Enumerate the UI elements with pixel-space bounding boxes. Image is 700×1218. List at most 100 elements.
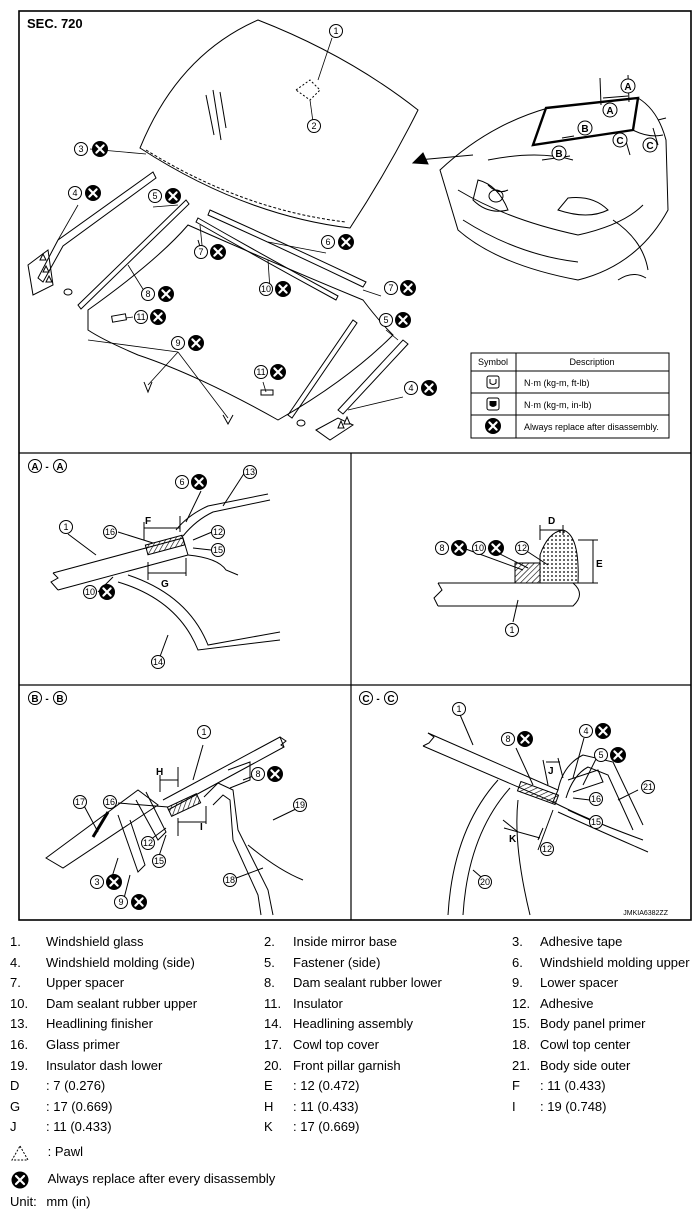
svg-text:5: 5 [152,191,157,201]
svg-text:15: 15 [591,817,601,827]
dimension-value: : 11 (0.433) [293,1098,359,1114]
svg-text:5: 5 [383,315,388,325]
svg-text:-: - [376,694,379,705]
part-name: Front pillar garnish [293,1057,401,1073]
part-name: Adhesive tape [540,934,623,949]
dimension-value: : 12 (0.472) [293,1078,360,1094]
replace-part-icon [483,416,503,436]
legend-row: 7. Upper spacer 8. Dam sealant rubber lo… [10,975,695,996]
dimension-row: G : 17 (0.669) H : 11 (0.433) I : 19 (0.… [10,1099,695,1120]
svg-text:16: 16 [591,794,601,804]
part-number: 14. [264,1016,283,1032]
callouts-main [57,37,404,419]
part-name: Adhesive [540,995,594,1011]
image-code: JMKIA6382ZZ [623,910,668,917]
svg-text:4: 4 [583,726,588,736]
svg-text:7: 7 [198,247,203,257]
inside-mirror-base [295,79,321,101]
svg-text:I: I [200,822,203,833]
exploded-view [27,19,419,441]
part-name: Windshield molding upper [540,954,690,970]
part-name: Lower spacer [540,975,619,991]
svg-text:F: F [145,516,151,527]
part-name: Headlining assembly [293,1016,413,1032]
part-number: 6. [512,954,523,970]
part-bubbles-main: 1 2 3 4 5 7 6 10 7 8 11 5 9 11 4 [68,24,439,398]
svg-text:10: 10 [261,284,271,294]
part-number: 12. [512,995,531,1011]
part-number: 13. [10,1016,29,1032]
panel-borders [18,10,692,921]
part-name: Upper spacer [46,975,125,991]
svg-text:4: 4 [408,383,413,393]
dimension-letter: D [10,1078,20,1094]
part-number: 21. [512,1057,531,1073]
part-number: 8. [264,975,275,991]
svg-text:12: 12 [517,543,527,553]
dimension-value: : 17 (0.669) [293,1119,360,1135]
svg-text:12: 12 [213,527,223,537]
svg-text:2: 2 [311,121,316,131]
svg-text:18: 18 [225,875,235,885]
svg-text:B: B [581,124,588,135]
dimension-value: : 7 (0.276) [46,1078,106,1094]
part-number: 10. [10,995,29,1011]
part-number: 15. [512,1016,531,1032]
svg-text:A: A [56,462,63,473]
svg-text:D: D [548,516,555,527]
parts-legend: 1. Windshield glass 2. Inside mirror bas… [10,934,695,1140]
svg-text:B: B [31,694,38,705]
svg-text:K: K [509,834,517,845]
part-number: 4. [10,954,21,970]
part-number: 3. [512,934,523,949]
svg-text:9: 9 [175,338,180,348]
svg-text:B: B [555,149,562,160]
part-number: 17. [264,1036,283,1052]
part-name: Fastener (side) [293,954,381,970]
svg-text:Description: Description [569,357,614,367]
svg-text:E: E [596,559,603,570]
svg-text:A: A [624,82,631,93]
svg-text:17: 17 [75,797,85,807]
part-number: 1. [10,934,21,949]
svg-text:20: 20 [480,877,490,887]
fastener-left [27,249,54,296]
svg-text:4: 4 [72,188,77,198]
dimension-value: : 17 (0.669) [46,1098,113,1114]
part-name: Dam sealant rubber lower [293,975,442,991]
part-name: Body panel primer [540,1016,646,1032]
part-name: Body side outer [540,1057,631,1073]
svg-text:11: 11 [136,312,145,322]
svg-text:C: C [646,141,653,152]
legend-row: 13. Headlining finisher 14. Headlining a… [10,1016,695,1037]
svg-text:1: 1 [333,26,338,36]
svg-text:10: 10 [85,587,95,597]
part-number: 16. [10,1036,29,1052]
svg-text:-: - [45,462,48,473]
svg-text:A: A [31,462,38,473]
section-a-a: A - A F [28,459,281,669]
svg-text:G: G [161,579,169,590]
svg-text:1: 1 [201,727,206,737]
svg-text:13: 13 [245,467,255,477]
view-markers: A A B B C C [551,78,658,161]
section-title: SEC. 720 [27,16,83,31]
pawl-label: : Pawl [47,1144,84,1160]
svg-text:21: 21 [643,782,653,792]
dimension-value: : 11 (0.433) [46,1119,112,1135]
windshield-glass [139,19,419,229]
svg-text:1: 1 [456,704,461,714]
svg-text:16: 16 [105,527,115,537]
svg-text:3: 3 [94,877,99,887]
svg-text:7: 7 [388,283,393,293]
svg-text:15: 15 [154,856,164,866]
svg-text:8: 8 [505,734,510,744]
svg-text:-: - [45,694,48,705]
replace-legend: Always replace after every disassembly [10,1170,275,1190]
svg-text:5: 5 [598,750,603,760]
svg-text:8: 8 [255,769,260,779]
molding-upper [207,209,367,288]
svg-text:Always replace after disassemb: Always replace after disassembly. [524,422,659,432]
legend-row: 4. Windshield molding (side) 5. Fastener… [10,955,695,976]
dimension-letter: J [10,1119,17,1135]
